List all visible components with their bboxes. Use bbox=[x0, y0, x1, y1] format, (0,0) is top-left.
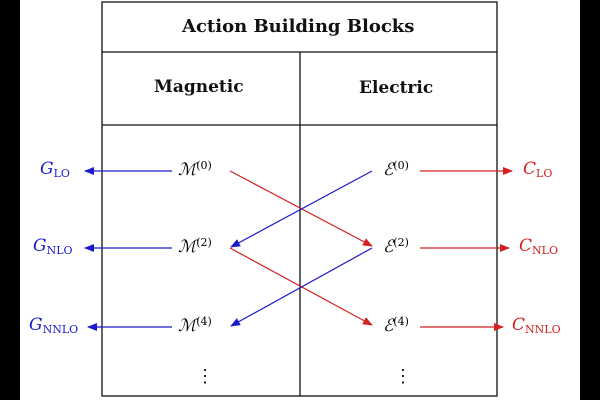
electric-order: (0) bbox=[393, 159, 409, 172]
c-subscript: NLO bbox=[532, 244, 558, 257]
g-base: G bbox=[33, 236, 47, 256]
g-subscript: NNLO bbox=[42, 323, 79, 336]
electric-column-header: Electric bbox=[359, 78, 434, 98]
arrow-m2-to-e4 bbox=[229, 247, 373, 326]
g-subscript: LO bbox=[53, 167, 70, 180]
table-title: Action Building Blocks bbox=[182, 16, 415, 37]
c-lo-label: CLO bbox=[523, 159, 553, 180]
magnetic-term-0: ℳ(0) bbox=[178, 160, 212, 179]
g-lo-label: GLO bbox=[40, 159, 70, 180]
electric-symbol: ℰ bbox=[383, 316, 394, 336]
magnetic-order: (4) bbox=[196, 315, 212, 328]
magnetic-order: (2) bbox=[196, 236, 212, 249]
magnetic-order: (0) bbox=[196, 159, 212, 172]
arrow-e2-to-m4 bbox=[230, 247, 373, 327]
magnetic-column-header: Magnetic bbox=[154, 77, 244, 97]
magnetic-ellipsis: ⋮ bbox=[196, 366, 214, 387]
electric-term-2: ℰ(2) bbox=[383, 237, 409, 256]
c-subscript: NNLO bbox=[525, 323, 561, 336]
left-black-margin bbox=[0, 0, 20, 400]
magnetic-term-4: ℳ(4) bbox=[178, 316, 212, 335]
magnetic-symbol: ℳ bbox=[178, 160, 197, 180]
g-base: G bbox=[40, 159, 54, 179]
electric-term-0: ℰ(0) bbox=[383, 160, 409, 179]
right-black-margin bbox=[580, 0, 600, 400]
electric-symbol: ℰ bbox=[383, 237, 394, 257]
c-base: C bbox=[519, 236, 533, 256]
magnetic-symbol: ℳ bbox=[178, 237, 197, 257]
magnetic-symbol: ℳ bbox=[178, 316, 197, 336]
electric-term-4: ℰ(4) bbox=[383, 316, 409, 335]
g-base: G bbox=[29, 315, 43, 335]
arrow-m0-to-e2 bbox=[229, 170, 373, 247]
g-subscript: NLO bbox=[46, 244, 73, 257]
c-nnlo-label: CNNLO bbox=[512, 315, 561, 336]
magnetic-term-2: ℳ(2) bbox=[178, 237, 212, 256]
c-base: C bbox=[523, 159, 537, 179]
g-nnlo-label: GNNLO bbox=[29, 315, 79, 336]
c-subscript: LO bbox=[536, 167, 553, 180]
c-base: C bbox=[512, 315, 526, 335]
electric-ellipsis: ⋮ bbox=[394, 366, 412, 387]
arrow-e0-to-m2 bbox=[230, 170, 373, 248]
electric-symbol: ℰ bbox=[383, 160, 394, 180]
electric-order: (4) bbox=[393, 315, 409, 328]
g-nlo-label: GNLO bbox=[33, 236, 73, 257]
c-nlo-label: CNLO bbox=[519, 236, 558, 257]
electric-order: (2) bbox=[393, 236, 409, 249]
